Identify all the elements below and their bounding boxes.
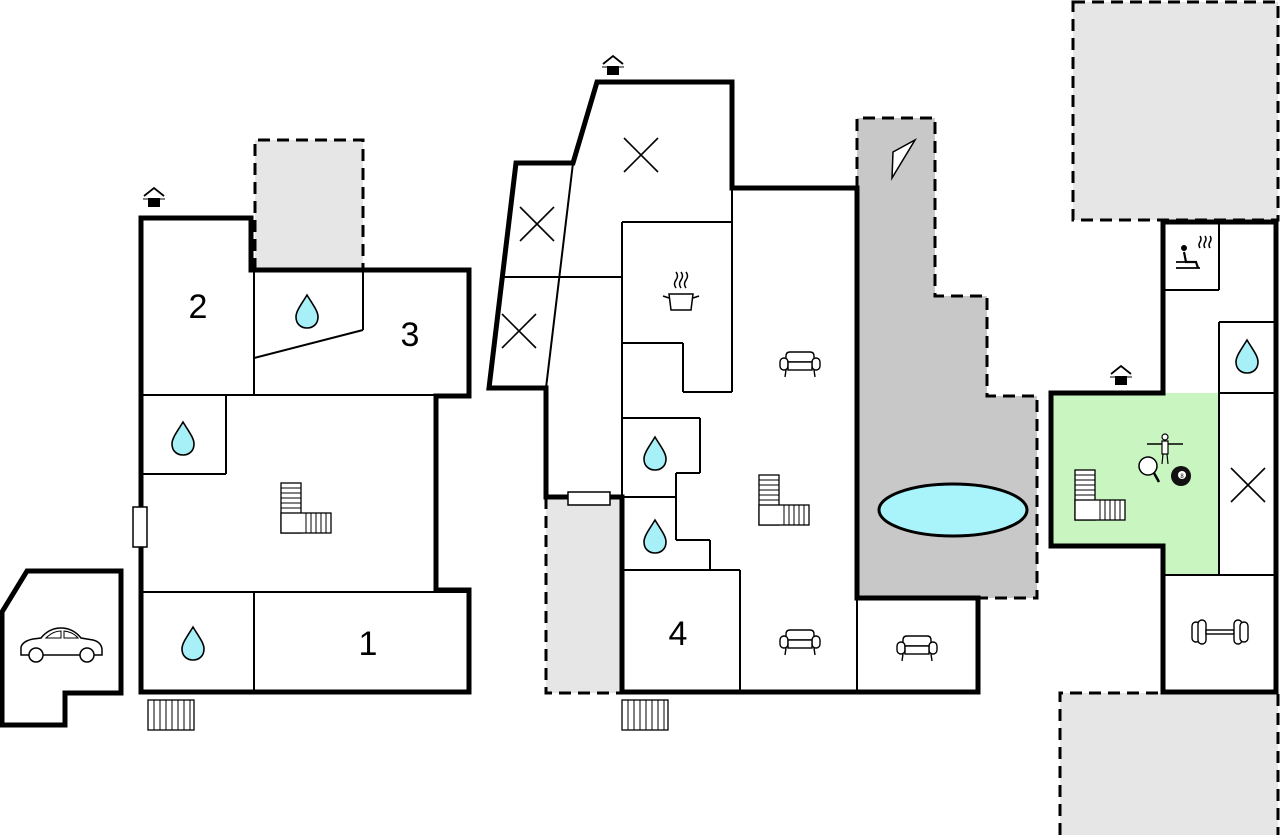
bathroom-drop-icon — [181, 626, 205, 661]
window-icon — [567, 491, 611, 506]
room-label-1: 1 — [359, 625, 378, 663]
staircase-icon — [280, 482, 332, 534]
activity-room — [1051, 393, 1219, 575]
bathroom-drop-icon — [1235, 339, 1259, 374]
no-access-cross-icon — [501, 313, 537, 349]
sofa-icon — [896, 635, 938, 662]
pool-icon — [877, 482, 1029, 538]
bathroom-drop-icon — [643, 436, 667, 471]
building-middle — [486, 79, 981, 695]
outdoor-area-middle — [546, 497, 622, 693]
external-steps-icon — [621, 699, 669, 731]
table-football-icon — [1147, 433, 1183, 465]
room-label-2: 2 — [189, 288, 208, 326]
kitchen-pot-icon — [662, 271, 700, 311]
entrance-icon — [142, 187, 166, 208]
balcony-area-left — [255, 140, 363, 270]
entrance-icon — [601, 55, 625, 76]
sauna-icon — [1176, 235, 1212, 269]
no-access-cross-icon — [623, 137, 659, 173]
no-access-cross-icon — [519, 206, 555, 242]
no-access-cross-icon — [1230, 467, 1266, 503]
terrace-area — [857, 118, 1037, 598]
sun-lounger-icon — [891, 138, 918, 181]
room-label-4: 4 — [669, 615, 688, 653]
staircase-icon — [758, 474, 810, 526]
entrance-icon — [1109, 365, 1133, 386]
bathroom-drop-icon — [171, 421, 195, 456]
dumbbell-icon — [1191, 619, 1249, 645]
external-steps-icon — [147, 699, 195, 731]
building-right — [1048, 219, 1279, 695]
room-label-3: 3 — [401, 316, 420, 354]
outdoor-area-top-right — [1073, 2, 1278, 220]
sofa-icon — [779, 351, 821, 378]
window-icon — [132, 506, 148, 548]
building-left — [138, 215, 472, 695]
svg-text:8: 8 — [1180, 474, 1184, 480]
outdoor-area-bottom-right — [1060, 693, 1278, 835]
billiard-ball-icon: 8 — [1171, 466, 1191, 486]
car-garage-icon — [20, 627, 103, 663]
table-tennis-icon — [1138, 456, 1161, 483]
bathroom-drop-icon — [295, 294, 319, 329]
garage — [0, 568, 124, 728]
bathroom-drop-icon — [643, 519, 667, 554]
sofa-icon — [779, 629, 821, 656]
